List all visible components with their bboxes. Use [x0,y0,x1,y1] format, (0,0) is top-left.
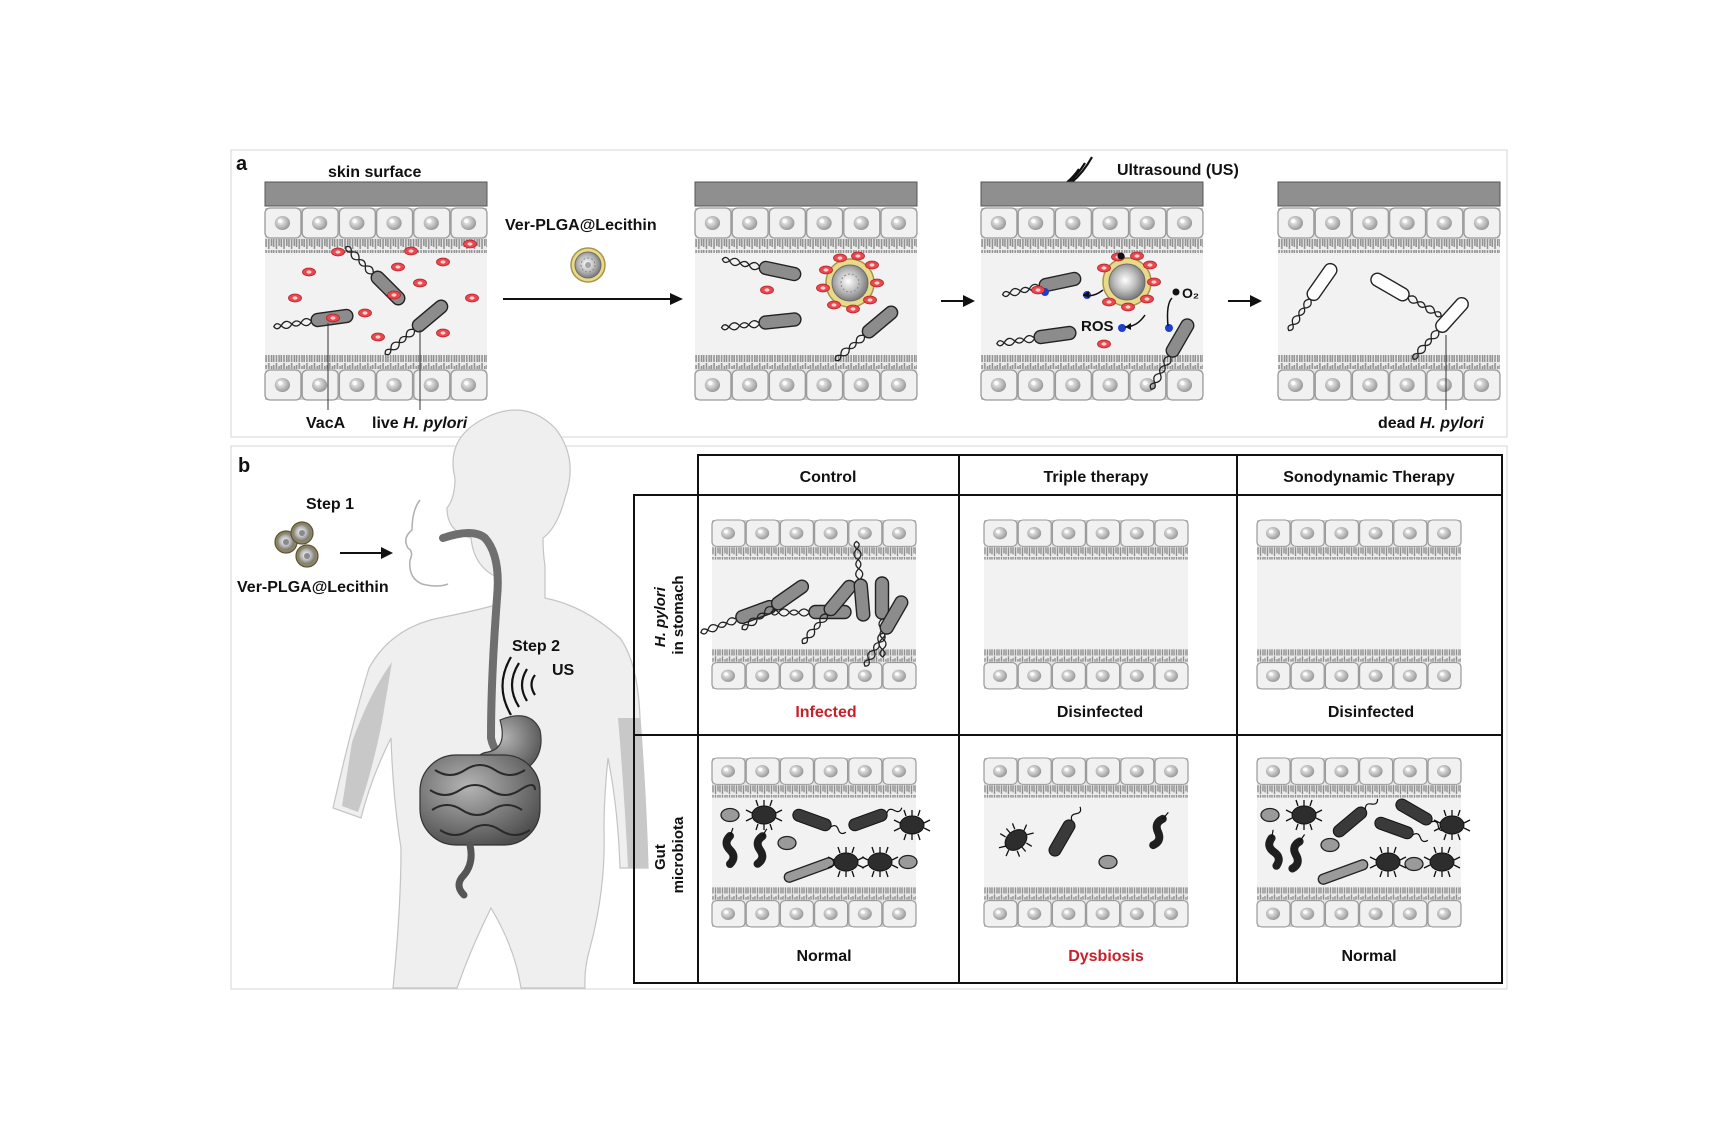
ultrasound-label: Ultrasound (US) [1117,162,1239,179]
stage-nanoparticle-bound [694,181,918,400]
live-h-pylori-label: live H. pylori [372,415,468,432]
results-table: Control Triple therapy Sonodynamic Thera… [633,454,1503,984]
nanoparticle-icon [570,247,606,283]
panel-a: a skin surface VacA live [230,149,1508,438]
intestines [419,754,541,899]
result-triple-gut: Dysbiosis [1068,948,1144,965]
stomach-triple-therapy-tissue [984,520,1188,689]
step2-agent-label: US [552,662,575,679]
o2-label: O₂ [1182,285,1199,301]
nanoparticle-with-vaca [816,251,884,314]
column-header-sonodynamic-therapy: Sonodynamic Therapy [1283,469,1455,486]
result-control-stomach: Infected [795,704,856,721]
result-control-gut: Normal [796,948,851,965]
vaca-label: VacA [306,415,346,432]
oxygen-species [1117,252,1180,296]
nanoparticle-label: Ver-PLGA@Lecithin [505,217,657,234]
human-body-illustration: Step 1 Ver-PLGA@Lecithin Step 2 US [237,409,649,989]
panel-b: b Step 1 Ve [230,409,1508,990]
panel-a-letter: a [236,153,248,175]
stage-infected: skin surface VacA live H. pylori [264,164,488,432]
skin-surface-label: skin surface [328,164,421,181]
result-triple-stomach: Disinfected [1057,704,1143,721]
row-header-h-pylori: H. pylori in stomach [652,575,687,654]
gut-control-tissue [712,758,931,927]
activated-nanoparticle [1097,251,1161,312]
column-header-triple-therapy: Triple therapy [1044,469,1149,486]
stomach-sonodynamic-tissue [1257,520,1461,689]
row-header-gut-microbiota: Gut microbiota [652,816,687,893]
skin-surface [264,181,488,207]
stage-ultrasound: Ultrasound (US) [980,156,1239,400]
result-sonodynamic-gut: Normal [1341,948,1396,965]
panel-b-letter: b [238,455,250,477]
ultrasound-waves-icon-b [501,656,536,716]
gut-triple-therapy-tissue [984,758,1188,927]
column-header-control: Control [800,469,857,486]
dead-h-pylori-label: dead H. pylori [1378,415,1484,432]
result-sonodynamic-stomach: Disinfected [1328,704,1414,721]
stage-dead-bacteria: dead H. pylori [1277,181,1501,432]
ros-label: ROS [1081,318,1114,335]
step2-label: Step 2 [512,638,560,655]
step1-agent-label: Ver-PLGA@Lecithin [237,579,389,596]
step1-label: Step 1 [306,496,354,513]
stomach-control-tissue [697,520,916,689]
gut-sonodynamic-tissue [1257,758,1471,927]
